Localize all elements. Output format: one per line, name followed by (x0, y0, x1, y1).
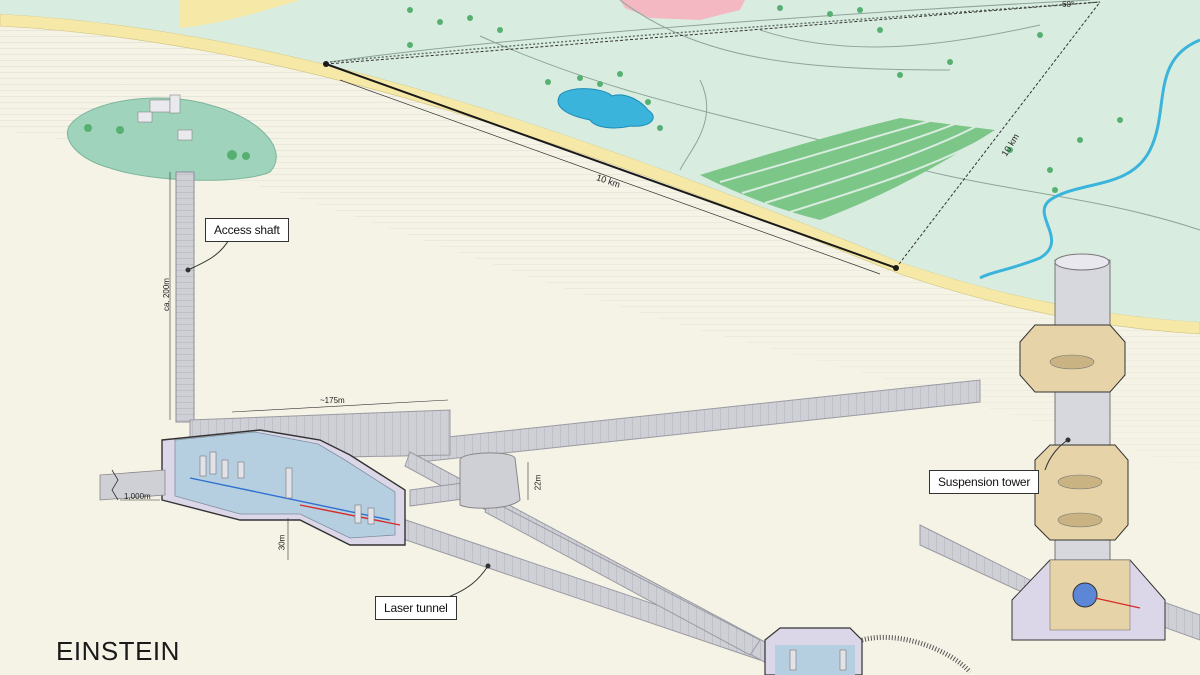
soil-band (0, 13, 1200, 335)
beach-area (180, 0, 300, 28)
river (979, 38, 1200, 280)
urban-area (620, 0, 745, 20)
arm-outline (323, 1, 1101, 275)
access-shaft-callout: Access shaft (205, 218, 289, 242)
main-cavern (161, 429, 406, 546)
dimension-lines (120, 399, 449, 560)
tunnels (189, 379, 1200, 666)
laser-tunnel-callout: Laser tunnel (375, 596, 457, 620)
arm-angle-label: 60° (1062, 0, 1075, 9)
trees (407, 5, 1123, 193)
shaft-depth-label: ca. 200m (161, 278, 171, 311)
cavern-length-label: ~175m (320, 396, 345, 405)
access-shaft (175, 171, 195, 423)
tower-height-label: 22m (533, 474, 543, 491)
tunnel-continuation (99, 469, 166, 501)
lake (557, 88, 654, 129)
suspension-tower-callout: Suspension tower (929, 470, 1040, 494)
fields (700, 118, 995, 220)
lower-cavern (764, 627, 972, 675)
surface-terrain (0, 0, 1200, 322)
tunnel-continuation-label: 1,000m (124, 492, 151, 501)
small-tower-station (459, 452, 529, 509)
cavern-height-label: 30m (277, 534, 287, 551)
roads (329, 0, 1200, 231)
suspension-tower (1011, 253, 1166, 641)
surface-site-island (67, 94, 277, 181)
diagram-title: EINSTEIN (56, 636, 180, 666)
ground-section-fade (0, 24, 1200, 470)
